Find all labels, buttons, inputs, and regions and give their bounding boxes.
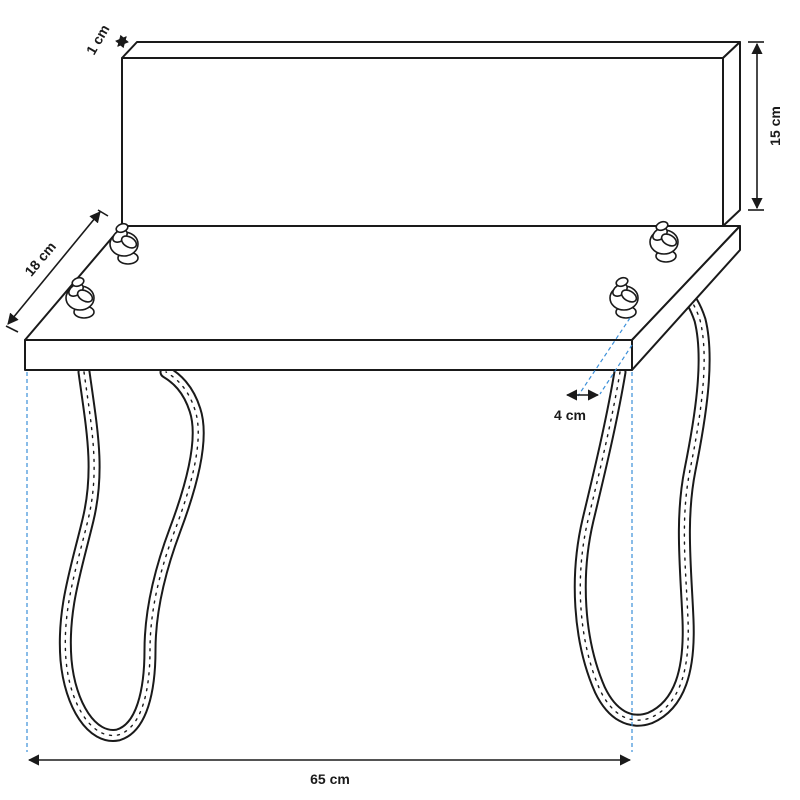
left-rope (58, 365, 205, 742)
height-label: 15 cm (767, 106, 783, 146)
width-label: 65 cm (310, 771, 350, 787)
dimension-height: 15 cm (748, 41, 783, 211)
rope-knot (109, 222, 139, 265)
dimension-thickness: 1 cm (83, 22, 129, 58)
offset-label: 4 cm (554, 407, 586, 423)
rope-knot (649, 220, 679, 263)
backrest-board (121, 41, 741, 227)
dimension-width: 65 cm (27, 754, 632, 787)
rope-knot (609, 276, 639, 319)
seat-board (24, 225, 741, 371)
depth-label: 18 cm (21, 238, 59, 279)
guide-lines (26, 317, 633, 752)
dimension-offset: 4 cm (554, 389, 600, 423)
thickness-label: 1 cm (83, 22, 113, 58)
right-rope (573, 285, 711, 727)
